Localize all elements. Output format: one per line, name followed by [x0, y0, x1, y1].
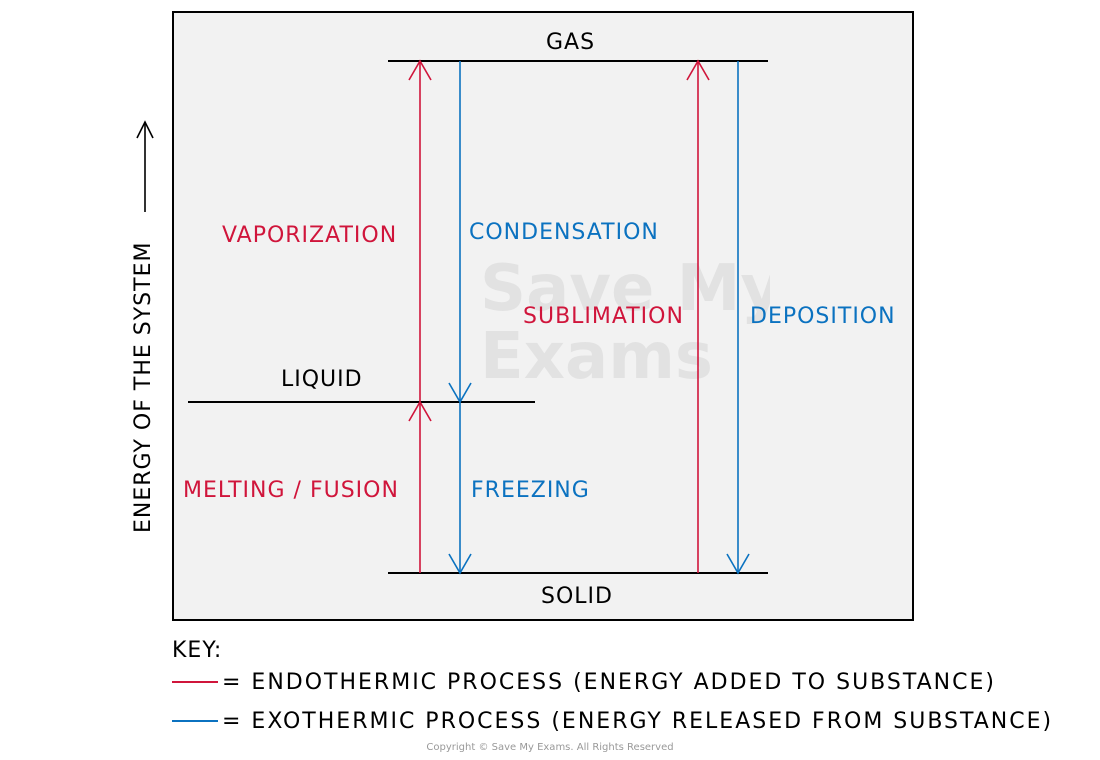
- svg-text:Exams: Exams: [480, 320, 713, 390]
- condensation-label: CONDENSATION: [469, 220, 659, 245]
- exothermic-swatch: [172, 720, 218, 722]
- energy-axis-label: ENERGY OF THE SYSTEM: [131, 241, 156, 533]
- condensation-arrow: [448, 61, 472, 404]
- deposition-arrow: [726, 61, 750, 575]
- key-endothermic-text: = ENDOTHERMIC PROCESS (ENERGY ADDED TO S…: [222, 669, 996, 695]
- melting-arrow: [408, 400, 432, 573]
- gas-label: GAS: [546, 30, 596, 55]
- deposition-label: DEPOSITION: [750, 304, 896, 329]
- save-my-exams-watermark: Save My Exams: [480, 252, 770, 390]
- copyright-text: Copyright © Save My Exams. All Rights Re…: [426, 742, 674, 753]
- sublimation-arrow: [686, 59, 710, 573]
- liquid-label: LIQUID: [281, 367, 363, 392]
- key-endothermic-row: = ENDOTHERMIC PROCESS (ENERGY ADDED TO S…: [172, 669, 996, 695]
- vaporization-label: VAPORIZATION: [222, 223, 398, 248]
- key-title: KEY:: [172, 638, 223, 663]
- energy-axis-arrow: [136, 120, 154, 212]
- solid-label: SOLID: [541, 584, 613, 609]
- key-exothermic-text: = EXOTHERMIC PROCESS (ENERGY RELEASED FR…: [222, 708, 1054, 734]
- vaporization-arrow: [408, 59, 432, 402]
- melting-fusion-label: MELTING / FUSION: [183, 478, 399, 503]
- diagram-panel: [172, 11, 914, 621]
- svg-text:Save My: Save My: [480, 252, 770, 326]
- freezing-arrow: [448, 402, 472, 575]
- freezing-label: FREEZING: [471, 478, 590, 503]
- endothermic-swatch: [172, 681, 218, 683]
- sublimation-label: SUBLIMATION: [523, 304, 684, 329]
- key-exothermic-row: = EXOTHERMIC PROCESS (ENERGY RELEASED FR…: [172, 708, 1054, 734]
